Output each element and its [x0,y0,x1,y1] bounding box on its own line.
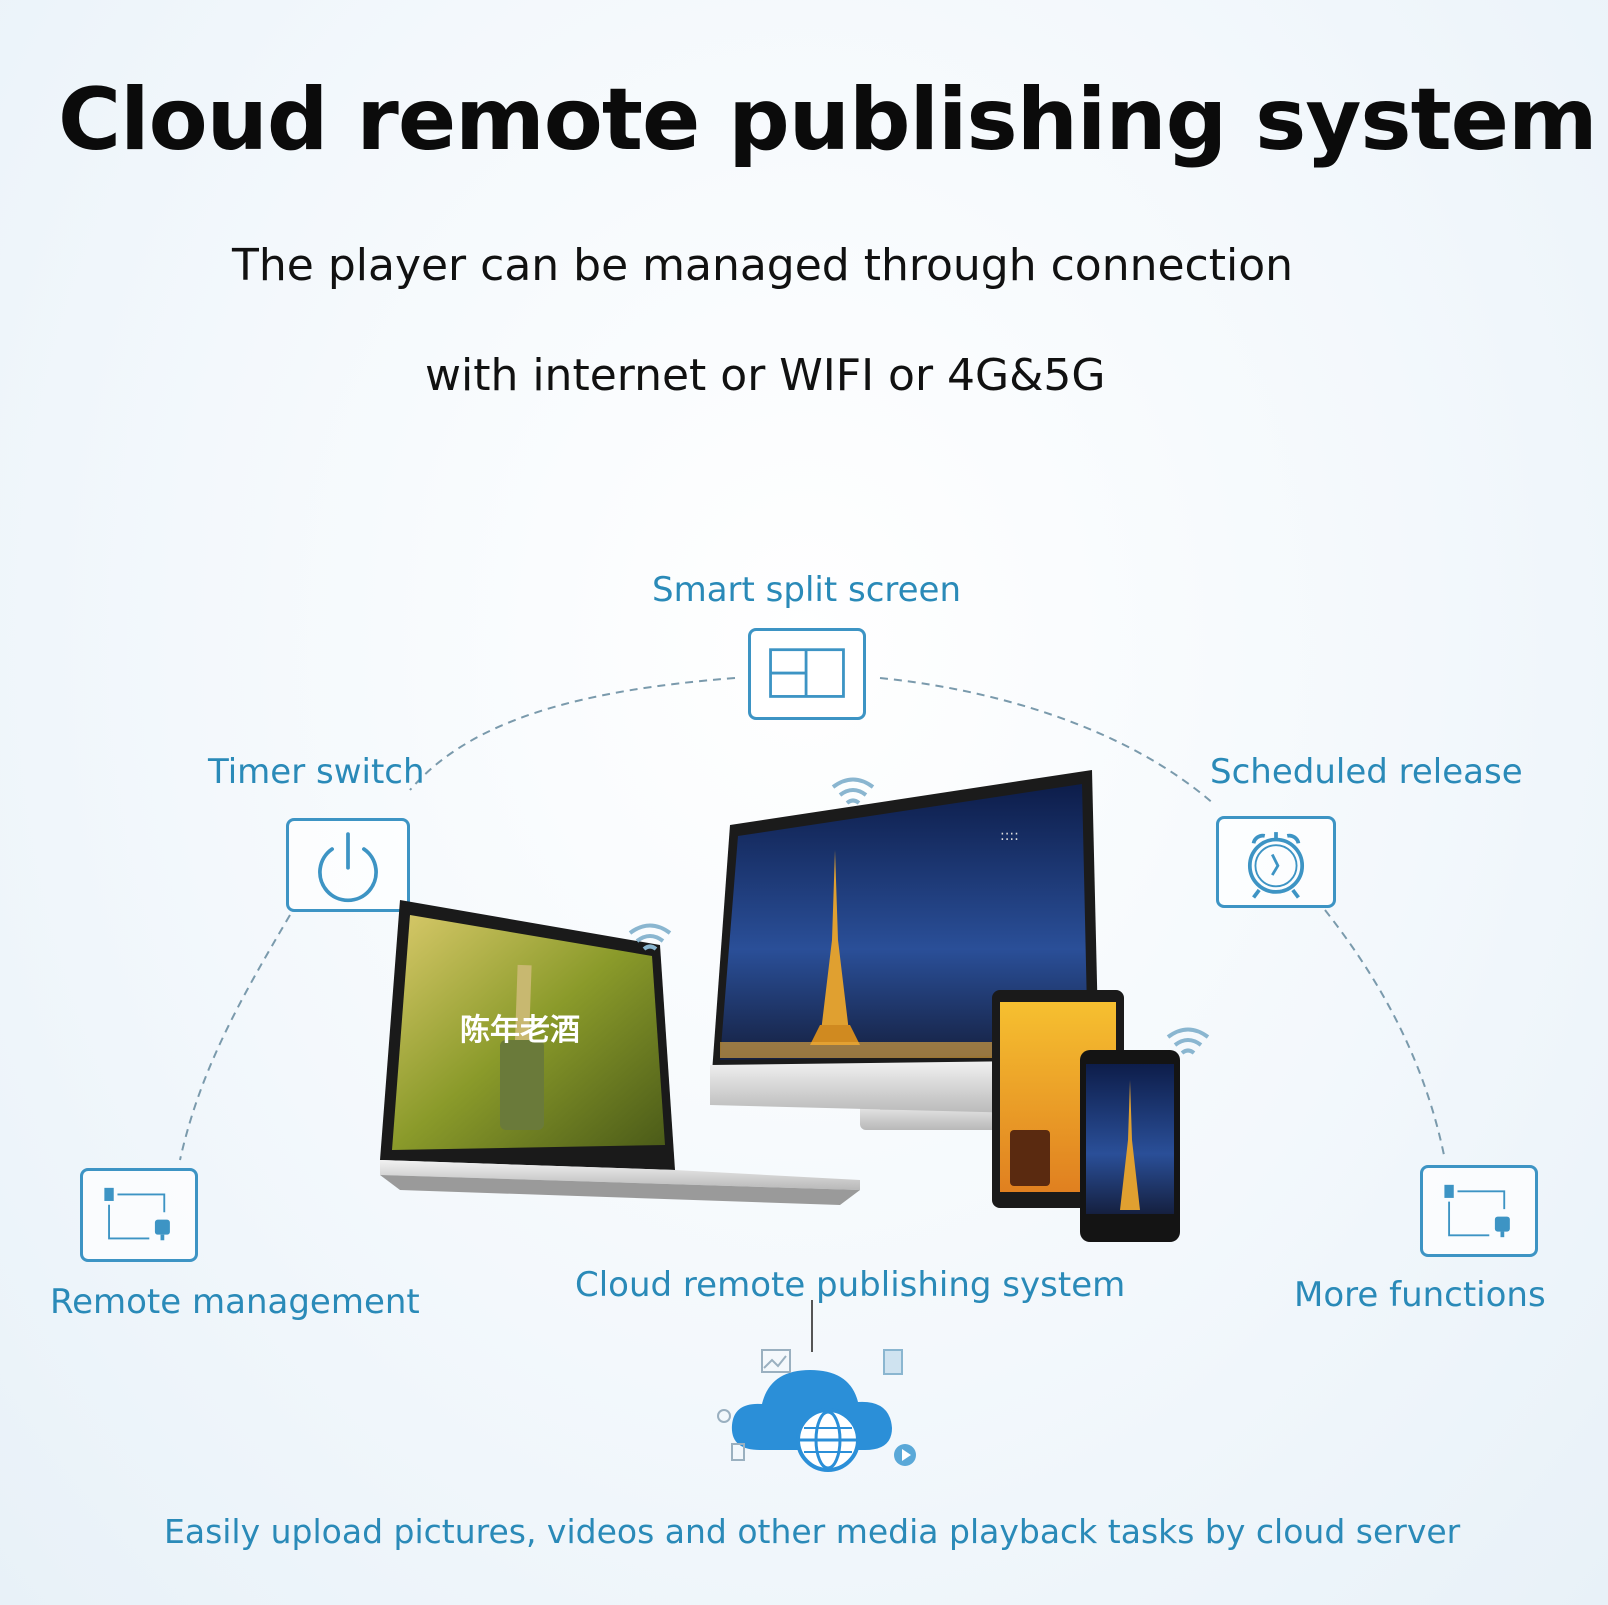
page-title: Cloud remote publishing system [58,70,1598,170]
power-icon [286,818,410,912]
subtitle-line-1: The player can be managed through connec… [232,240,1294,291]
wifi-icon [628,923,672,951]
feature-label-scheduled-release: Scheduled release [1210,752,1523,792]
feature-label-smart-split-screen: Smart split screen [652,570,962,610]
more-functions-icon [1420,1165,1538,1257]
feature-label-timer-switch: Timer switch [208,752,425,792]
laptop: 陈年老酒 [380,900,860,1205]
wifi-icon [1166,1027,1210,1055]
footer-caption: Easily upload pictures, videos and other… [164,1512,1461,1551]
phone [1080,1050,1180,1242]
alarm-clock-icon [1216,816,1336,908]
feature-label-cloud-system: Cloud remote publishing system [575,1265,1126,1305]
feature-label-remote-management: Remote management [50,1282,420,1322]
feature-label-more-functions: More functions [1294,1275,1546,1315]
laptop-screen-brand: 陈年老酒 [460,1013,580,1048]
remote-network-icon [80,1168,198,1262]
subtitle-line-2: with internet or WIFI or 4G&5G [425,350,1106,401]
cloud-globe-icon [717,1349,916,1472]
wifi-icon [831,777,875,805]
devices-illustration: :::: 陈年老酒 [380,770,1180,1242]
split-screen-icon [748,628,866,720]
svg-text:::::: :::: [1000,828,1019,844]
